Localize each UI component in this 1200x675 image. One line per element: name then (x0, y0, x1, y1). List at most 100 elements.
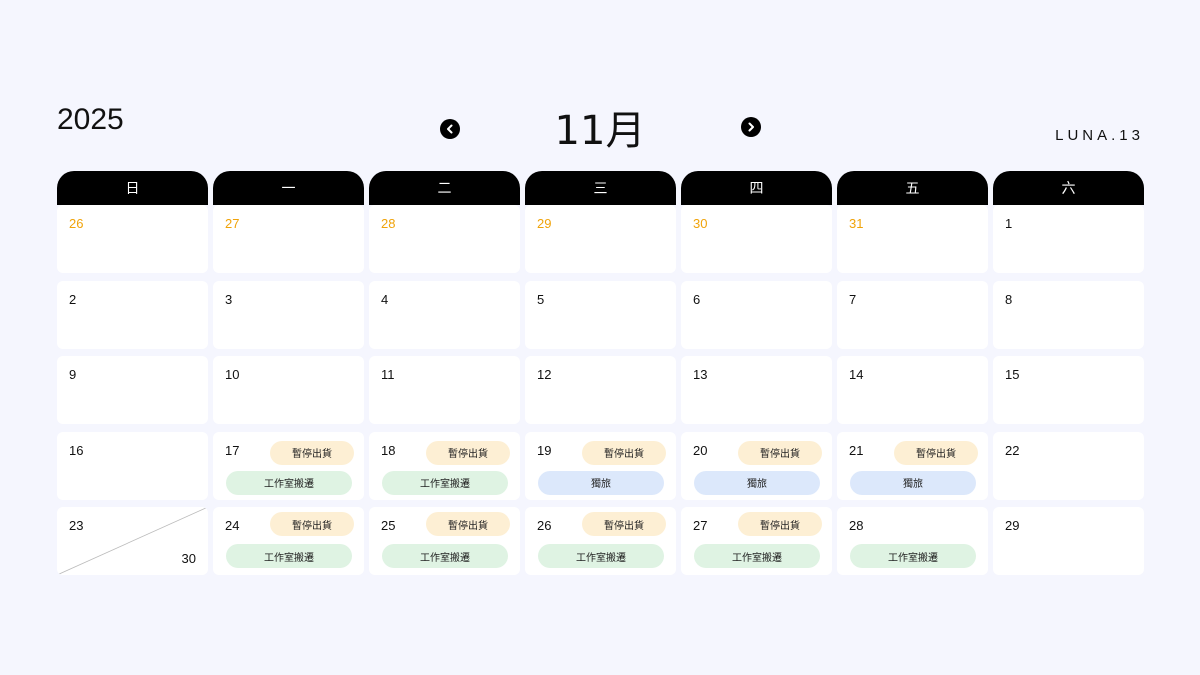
day-cell[interactable]: 8 (993, 280, 1144, 349)
day-cell[interactable]: 11 (369, 356, 520, 424)
day-cell[interactable]: 18 暫停出貨工作室搬遷 (369, 431, 520, 500)
day-number: 5 (537, 291, 545, 307)
day-cell[interactable]: 26 (57, 205, 208, 273)
day-cell[interactable]: 15 (993, 356, 1144, 424)
day-number: 21 (849, 442, 864, 458)
day-number: 16 (69, 442, 84, 458)
brand-label: LUNA.13 (1055, 127, 1144, 144)
day-number: 1 (1005, 216, 1013, 231)
day-number: 29 (537, 216, 552, 231)
event-tag[interactable]: 工作室搬遷 (226, 470, 352, 495)
day-cell[interactable]: 5 (525, 280, 676, 349)
day-number: 29 (1005, 518, 1020, 533)
day-cell[interactable]: 13 (681, 356, 832, 424)
month-title: 11月 (554, 108, 646, 154)
day-cell[interactable]: 30 (681, 205, 832, 273)
day-cell[interactable]: 28 工作室搬遷 (837, 507, 988, 575)
day-number: 26 (537, 518, 552, 533)
day-cell[interactable]: 9 (57, 356, 208, 424)
day-number: 25 (381, 518, 396, 533)
day-cell[interactable]: 6 (681, 280, 832, 349)
day-cell[interactable]: 10 (213, 356, 364, 424)
day-number: 27 (225, 216, 240, 231)
day-cell[interactable]: 23 30 (57, 507, 208, 575)
day-number: 22 (1005, 442, 1020, 458)
day-number: 2 (69, 291, 77, 307)
event-tag[interactable]: 獨旅 (850, 470, 976, 495)
weekday-wed: 三 (525, 171, 676, 205)
day-number: 28 (381, 216, 396, 231)
event-tag[interactable]: 工作室搬遷 (382, 470, 508, 495)
day-cell[interactable]: 4 (369, 280, 520, 349)
event-tag[interactable]: 暫停出貨 (894, 440, 978, 465)
day-number: 18 (381, 442, 396, 458)
day-cell[interactable]: 26 暫停出貨工作室搬遷 (525, 507, 676, 575)
day-cell[interactable]: 2 (57, 280, 208, 349)
day-cell[interactable]: 31 (837, 205, 988, 273)
event-tag[interactable]: 暫停出貨 (738, 440, 822, 465)
day-cell[interactable]: 14 (837, 356, 988, 424)
day-number: 28 (849, 518, 864, 533)
day-cell[interactable]: 22 (993, 431, 1144, 500)
prev-month-button[interactable] (440, 119, 460, 139)
day-number: 19 (537, 442, 552, 458)
day-number: 17 (225, 442, 240, 458)
weekday-mon: 一 (213, 171, 364, 205)
day-number: 12 (537, 367, 552, 382)
day-cell[interactable]: 29 (993, 507, 1144, 575)
day-number: 20 (693, 442, 708, 458)
day-cell[interactable]: 19 暫停出貨獨旅 (525, 431, 676, 500)
event-tag[interactable]: 工作室搬遷 (850, 544, 976, 568)
next-month-button[interactable] (741, 117, 761, 137)
split-divider (57, 507, 208, 575)
day-cell[interactable]: 16 (57, 431, 208, 500)
day-number: 23 (69, 518, 84, 533)
day-number: 9 (69, 367, 77, 382)
day-number: 26 (69, 216, 84, 231)
event-tag[interactable]: 暫停出貨 (582, 440, 666, 465)
day-cell[interactable]: 7 (837, 280, 988, 349)
weekday-header-row: 日 一 二 三 四 五 六 (57, 171, 1144, 205)
day-number: 10 (225, 367, 240, 382)
day-cell[interactable]: 29 (525, 205, 676, 273)
event-tag[interactable]: 暫停出貨 (582, 512, 666, 536)
day-number: 31 (849, 216, 864, 231)
weekday-thu: 四 (681, 171, 832, 205)
event-tag[interactable]: 工作室搬遷 (694, 544, 820, 568)
event-tag[interactable]: 工作室搬遷 (226, 544, 352, 568)
day-number: 13 (693, 367, 708, 382)
weekday-tue: 二 (369, 171, 520, 205)
event-tag[interactable]: 暫停出貨 (270, 512, 354, 536)
day-cell[interactable]: 28 (369, 205, 520, 273)
event-tag[interactable]: 工作室搬遷 (538, 544, 664, 568)
event-tag[interactable]: 暫停出貨 (270, 440, 354, 465)
day-cell[interactable]: 12 (525, 356, 676, 424)
day-cell[interactable]: 20 暫停出貨獨旅 (681, 431, 832, 500)
day-cell[interactable]: 3 (213, 280, 364, 349)
day-cell[interactable]: 21 暫停出貨獨旅 (837, 431, 988, 500)
day-number: 11 (381, 367, 395, 382)
event-tag[interactable]: 暫停出貨 (426, 512, 510, 536)
weekday-fri: 五 (837, 171, 988, 205)
day-number: 15 (1005, 367, 1020, 382)
event-tag[interactable]: 獨旅 (538, 470, 664, 495)
event-tag[interactable]: 工作室搬遷 (382, 544, 508, 568)
day-number: 14 (849, 367, 864, 382)
day-number: 30 (693, 216, 708, 231)
day-number: 6 (693, 291, 701, 307)
event-tag[interactable]: 暫停出貨 (426, 440, 510, 465)
day-cell[interactable]: 25 暫停出貨工作室搬遷 (369, 507, 520, 575)
weekday-sun: 日 (57, 171, 208, 205)
event-tag[interactable]: 暫停出貨 (738, 512, 822, 536)
day-number-split: 30 (181, 551, 196, 566)
weekday-sat: 六 (993, 171, 1144, 205)
day-cell[interactable]: 1 (993, 205, 1144, 273)
day-cell[interactable]: 27 (213, 205, 364, 273)
day-number: 27 (693, 518, 708, 533)
day-cell[interactable]: 27 暫停出貨工作室搬遷 (681, 507, 832, 575)
chevron-left-icon (447, 124, 453, 134)
event-tag[interactable]: 獨旅 (694, 470, 820, 495)
day-cell[interactable]: 17 暫停出貨工作室搬遷 (213, 431, 364, 500)
